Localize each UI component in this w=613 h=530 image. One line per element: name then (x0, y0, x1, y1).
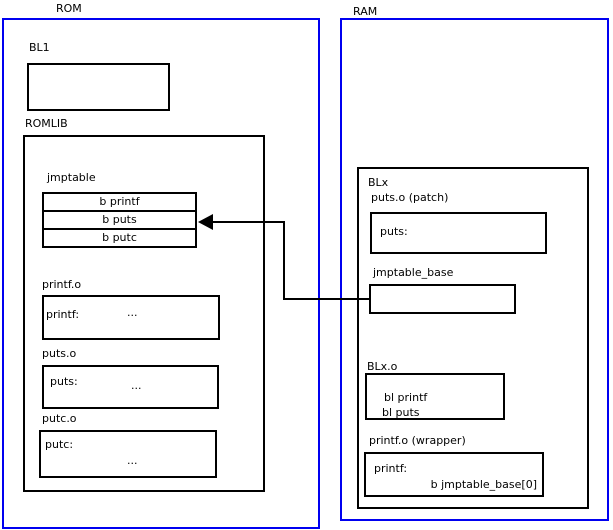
rom-title: ROM (56, 2, 82, 15)
printf-ellipsis: ... (127, 306, 138, 319)
blx-label: BLx (368, 176, 389, 189)
printf-wrapper-branch: b jmptable_base[0] (430, 478, 537, 491)
puts-ellipsis: ... (131, 379, 142, 392)
puts-o-box: puts: ... (42, 365, 219, 409)
jmptable-row-printf: b printf (42, 192, 197, 212)
blx-o-box: bl printf bl puts (365, 373, 505, 420)
jmptable-box: b printf b puts b putc (42, 192, 197, 248)
puts-patch-label: puts.o (patch) (371, 191, 449, 204)
blx-o-line2: bl puts (382, 406, 420, 419)
putc-ellipsis: ... (127, 454, 138, 467)
jmptable-label: jmptable (47, 171, 96, 184)
puts-symbol: puts: (50, 375, 78, 388)
bl1-box (27, 63, 170, 111)
ram-title: RAM (353, 5, 378, 18)
jmptable-base-box (369, 284, 516, 314)
printf-o-label: printf.o (42, 278, 82, 291)
printf-wrapper-symbol: printf: (374, 462, 408, 475)
blx-o-label: BLx.o (367, 360, 398, 373)
bl1-label: BL1 (29, 41, 50, 54)
putc-o-label: putc.o (42, 412, 77, 425)
printf-o-box: printf: ... (42, 295, 220, 340)
romlib-label: ROMLIB (25, 117, 68, 130)
printf-wrapper-box: printf: b jmptable_base[0] (364, 452, 544, 497)
jmptable-base-label: jmptable_base (373, 266, 454, 279)
puts-o-label: puts.o (42, 347, 77, 360)
putc-symbol: putc: (45, 438, 74, 451)
putc-o-box: putc: ... (39, 430, 217, 478)
printf-wrapper-label: printf.o (wrapper) (369, 434, 466, 447)
puts-patch-box: puts: (370, 212, 547, 254)
printf-symbol: printf: (46, 308, 80, 321)
jmptable-row-puts: b puts (42, 210, 197, 230)
jmptable-row-putc: b putc (42, 228, 197, 248)
puts-patch-symbol: puts: (380, 225, 408, 238)
blx-o-line1: bl printf (384, 391, 428, 404)
